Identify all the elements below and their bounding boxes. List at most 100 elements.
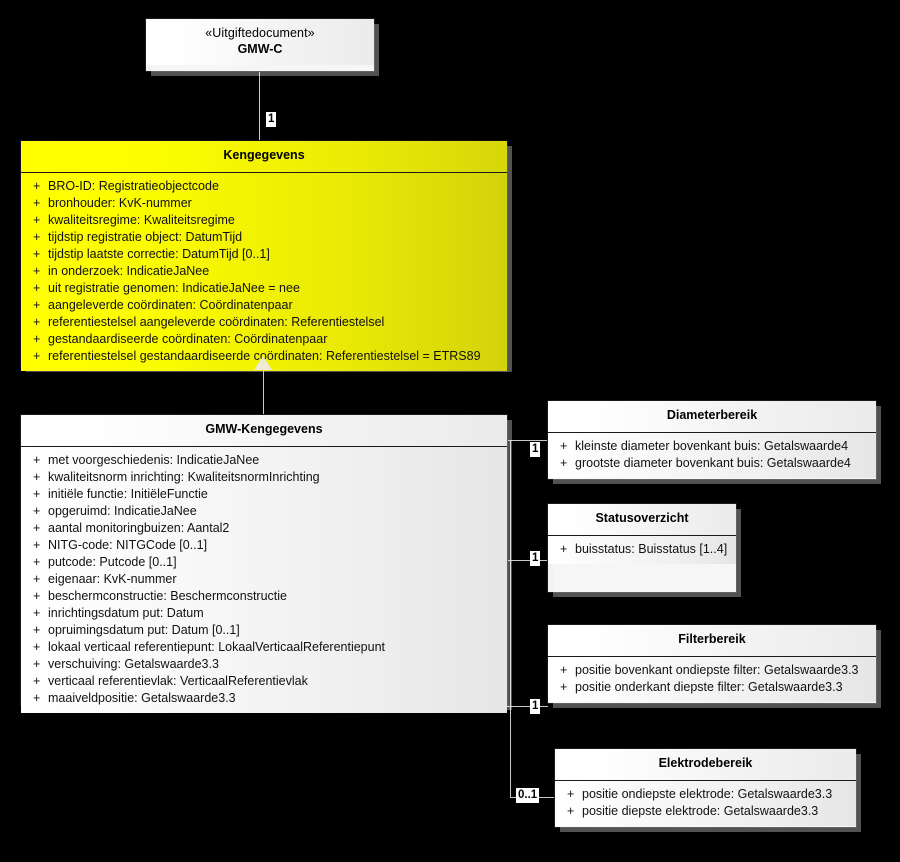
attribute-text: initiële functie: InitiëleFunctie (48, 486, 208, 501)
attribute-row: + inrichtingsdatum put: Datum (25, 605, 503, 622)
attribute-text: aantal monitoringbuizen: Aantal2 (48, 520, 230, 535)
attribute-text: aangeleverde coördinaten: Coördinatenpaa… (48, 297, 293, 312)
class-name-elektrodebereik: Elektrodebereik (658, 756, 753, 770)
attribute-row: + in onderzoek: IndicatieJaNee (25, 263, 503, 280)
attribute-visibility: + (33, 280, 41, 295)
attribute-text: bronhouder: KvK-nummer (48, 195, 192, 210)
attribute-visibility: + (33, 690, 41, 705)
attribute-text: referentiestelsel aangeleverde coördinat… (48, 314, 385, 329)
class-box-filterbereik[interactable]: Filterbereik + positie bovenkant ondieps… (547, 624, 881, 708)
attribute-visibility: + (33, 520, 41, 535)
attribute-text: uit registratie genomen: IndicatieJaNee … (48, 280, 300, 295)
attribute-visibility: + (560, 679, 568, 694)
class-header-filterbereik: Filterbereik (548, 625, 876, 656)
attribute-text: lokaal verticaal referentiepunt: LokaalV… (48, 639, 386, 654)
attribute-visibility: + (33, 554, 41, 569)
attribute-row: + putcode: Putcode [0..1] (25, 554, 503, 571)
attribute-row: + positie diepste elektrode: Getalswaard… (559, 803, 852, 820)
attribute-visibility: + (33, 469, 41, 484)
attribute-text: maaiveldpositie: Getalswaarde3.3 (48, 690, 236, 705)
attribute-row: + bronhouder: KvK-nummer (25, 195, 503, 212)
attribute-visibility: + (33, 486, 41, 501)
attribute-text: verticaal referentievlak: VerticaalRefer… (48, 673, 308, 688)
class-attributes-diameterbereik: + kleinste diameter bovenkant buis: Geta… (548, 432, 876, 478)
attribute-row: + NITG-code: NITGCode [0..1] (25, 537, 503, 554)
class-box-diameterbereik[interactable]: Diameterbereik + kleinste diameter boven… (547, 400, 881, 484)
attribute-row: + kwaliteitsregime: Kwaliteitsregime (25, 212, 503, 229)
attribute-text: opruimingsdatum put: Datum [0..1] (48, 622, 240, 637)
attribute-visibility: + (33, 246, 41, 261)
connector-to-filterbereik (510, 706, 548, 707)
class-box-gmw-kengegevens[interactable]: GMW-Kengegevens + met voorgeschiedenis: … (20, 414, 512, 713)
attribute-visibility: + (33, 212, 41, 227)
attribute-text: verschuiving: Getalswaarde3.3 (48, 656, 219, 671)
class-attributes-kengegevens: + BRO-ID: Registratieobjectcode + bronho… (21, 172, 507, 371)
attribute-visibility: + (33, 503, 41, 518)
class-header-gmw-kengegevens: GMW-Kengegevens (21, 415, 507, 446)
class-attributes-gmw-kengegevens: + met voorgeschiedenis: IndicatieJaNee +… (21, 446, 507, 713)
class-box-elektrodebereik[interactable]: Elektrodebereik + positie ondiepste elek… (554, 748, 861, 832)
connector-to-diameterbereik (510, 440, 548, 441)
attribute-visibility: + (560, 662, 568, 677)
class-box-kengegevens[interactable]: Kengegevens + BRO-ID: Registratieobjectc… (20, 140, 512, 372)
multiplicity-filterbereik: 1 (530, 699, 541, 714)
attribute-visibility: + (33, 673, 41, 688)
attribute-text: BRO-ID: Registratieobjectcode (48, 178, 219, 193)
attribute-row: + positie bovenkant ondiepste filter: Ge… (552, 662, 872, 679)
class-header-diameterbereik: Diameterbereik (548, 401, 876, 432)
attribute-text: positie diepste elektrode: Getalswaarde3… (582, 803, 819, 818)
attribute-row: + kwaliteitsnorm inrichting: Kwaliteitsn… (25, 469, 503, 486)
attribute-visibility: + (560, 455, 568, 470)
attribute-row: + verschuiving: Getalswaarde3.3 (25, 656, 503, 673)
attribute-visibility: + (33, 571, 41, 586)
attribute-visibility: + (33, 297, 41, 312)
attribute-visibility: + (33, 229, 41, 244)
attribute-row: + tijdstip registratie object: DatumTijd (25, 229, 503, 246)
multiplicity-gmwc-kengegevens: 1 (266, 112, 277, 127)
attribute-visibility: + (33, 639, 41, 654)
class-divider-kengegevens (21, 171, 507, 173)
class-name-gmw-kengegevens: GMW-Kengegevens (205, 422, 323, 436)
attribute-visibility: + (33, 537, 41, 552)
attribute-text: buisstatus: Buisstatus [1..4] (575, 541, 728, 556)
class-divider-gmw-kengegevens (21, 445, 507, 447)
multiplicity-diameterbereik: 1 (530, 442, 541, 457)
attribute-row: + aangeleverde coördinaten: Coördinatenp… (25, 297, 503, 314)
attribute-row: + positie onderkant diepste filter: Geta… (552, 679, 872, 696)
class-divider-elektrodebereik (555, 779, 856, 781)
attribute-row: + buisstatus: Buisstatus [1..4] (552, 541, 732, 558)
attribute-visibility: + (33, 195, 41, 210)
attribute-visibility: + (33, 331, 41, 346)
attribute-text: eigenaar: KvK-nummer (48, 571, 177, 586)
attribute-row: + referentiestelsel gestandaardiseerde c… (25, 348, 503, 365)
attribute-row: + tijdstip laatste correctie: DatumTijd … (25, 246, 503, 263)
attribute-visibility: + (33, 348, 41, 363)
class-box-gmw-c[interactable]: «Uitgiftedocument» GMW-C (145, 18, 379, 76)
attribute-row: + verticaal referentievlak: VerticaalRef… (25, 673, 503, 690)
class-header-statusoverzicht: Statusoverzicht (548, 504, 736, 535)
attribute-visibility: + (33, 622, 41, 637)
attribute-row: + grootste diameter bovenkant buis: Geta… (552, 455, 872, 472)
attribute-text: gestandaardiseerde coördinaten: Coördina… (48, 331, 328, 346)
connector-branch-elektrodebereik (510, 706, 511, 798)
multiplicity-statusoverzicht: 1 (530, 551, 541, 566)
attribute-visibility: + (33, 588, 41, 603)
class-name-statusoverzicht: Statusoverzicht (595, 511, 689, 525)
attribute-visibility: + (33, 656, 41, 671)
attribute-row: + beschermconstructie: Beschermconstruct… (25, 588, 503, 605)
attribute-row: + met voorgeschiedenis: IndicatieJaNee (25, 452, 503, 469)
connector-generalization-line (263, 368, 264, 414)
generalization-arrow-icon (254, 356, 272, 370)
connector-gmwc-to-kengegevens (259, 72, 260, 142)
attribute-text: opgeruimd: IndicatieJaNee (48, 503, 197, 518)
attribute-visibility: + (33, 605, 41, 620)
attribute-text: kleinste diameter bovenkant buis: Getals… (575, 438, 849, 453)
class-box-statusoverzicht[interactable]: Statusoverzicht + buisstatus: Buisstatus… (547, 503, 741, 597)
attribute-text: in onderzoek: IndicatieJaNee (48, 263, 210, 278)
attribute-text: grootste diameter bovenkant buis: Getals… (575, 455, 851, 470)
attribute-text: referentiestelsel gestandaardiseerde coö… (48, 348, 481, 363)
attribute-text: kwaliteitsregime: Kwaliteitsregime (48, 212, 235, 227)
class-divider-filterbereik (548, 655, 876, 657)
attribute-text: tijdstip registratie object: DatumTijd (48, 229, 243, 244)
